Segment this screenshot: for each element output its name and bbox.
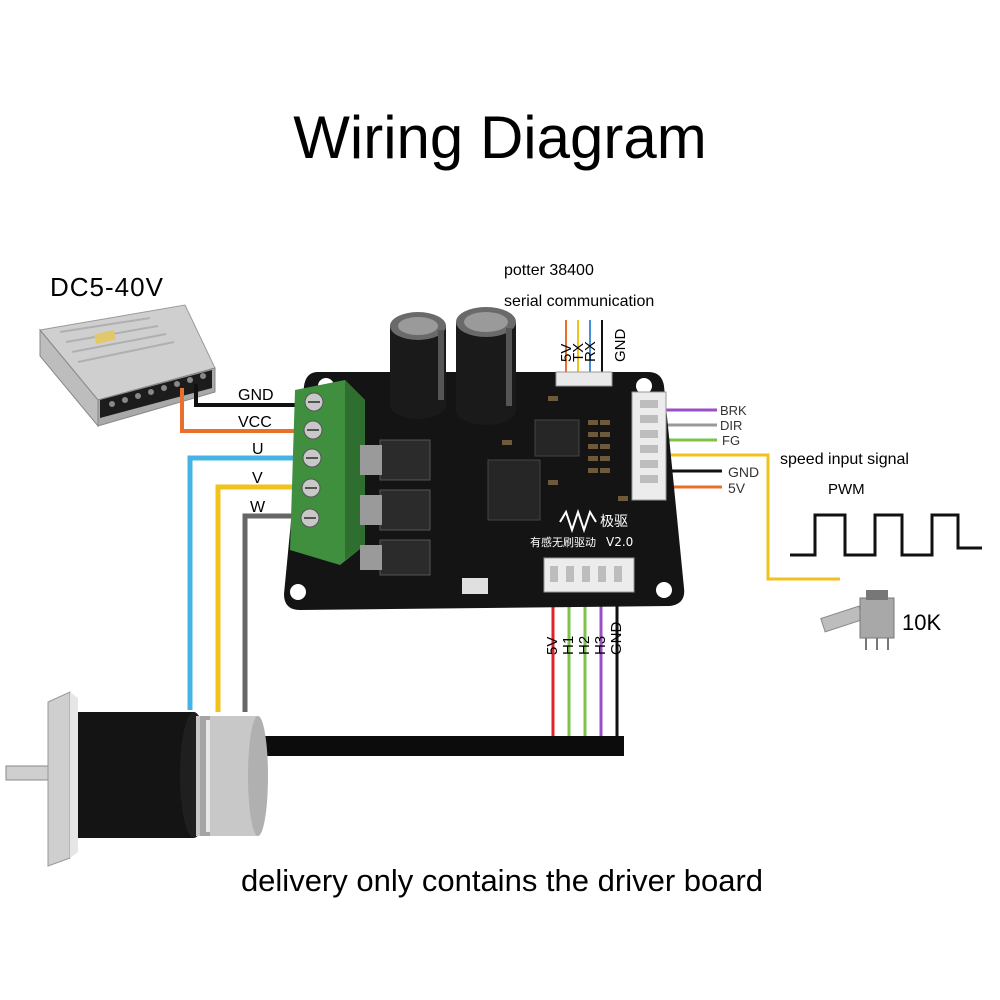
hall-pin-5v: 5V xyxy=(544,637,561,655)
capacitor xyxy=(456,307,516,425)
board-subtitle: 有感无刷驱动 xyxy=(530,535,596,549)
hall-pin-h1: H1 xyxy=(560,636,577,655)
control-pin-fg: FG xyxy=(722,433,740,448)
potentiometer xyxy=(820,590,895,650)
footer-note: delivery only contains the driver board xyxy=(241,863,763,898)
control-pin-dir: DIR xyxy=(720,418,742,433)
capacitor xyxy=(390,312,446,419)
hall-pin-h3: H3 xyxy=(592,636,609,655)
hall-pin-h2: H2 xyxy=(576,636,593,655)
pwm-waveform xyxy=(790,513,982,557)
terminal-block xyxy=(290,380,365,565)
terminal-label-u: U xyxy=(252,441,264,458)
board-model: V2.0 xyxy=(606,535,633,549)
bldc-motor xyxy=(5,691,268,867)
terminal-label-vcc: VCC xyxy=(238,414,272,431)
power-supply: DC5-40V xyxy=(39,272,216,428)
serial-pin-rx: RX xyxy=(582,341,599,362)
hall-pin-gnd: GND xyxy=(608,622,625,656)
pwm-label: PWM xyxy=(828,481,865,498)
serial-pin-tx: TX xyxy=(570,343,587,362)
serial-pin-gnd: GND xyxy=(612,329,629,363)
terminal-label-v: V xyxy=(252,470,263,487)
power-supply-label: DC5-40V xyxy=(50,272,164,302)
serial-baud-label: potter 38400 xyxy=(504,262,594,279)
diagram-title: Wiring Diagram xyxy=(293,104,706,171)
terminal-label-gnd: GND xyxy=(238,387,274,404)
serial-comm-label: serial communication xyxy=(504,293,654,310)
potentiometer-label: 10K xyxy=(902,610,941,635)
speed-pin-5v: 5V xyxy=(728,480,746,496)
speed-input-label: speed input signal xyxy=(780,451,909,468)
control-pin-brk: BRK xyxy=(720,403,747,418)
speed-pin-gnd: GND xyxy=(728,464,759,480)
board-brand: 极驱 xyxy=(600,514,628,530)
terminal-label-w: W xyxy=(250,499,266,516)
driver-board: 极驱 有感无刷驱动 V2.0 xyxy=(284,307,685,610)
serial-pin-5v: 5V xyxy=(558,344,575,362)
